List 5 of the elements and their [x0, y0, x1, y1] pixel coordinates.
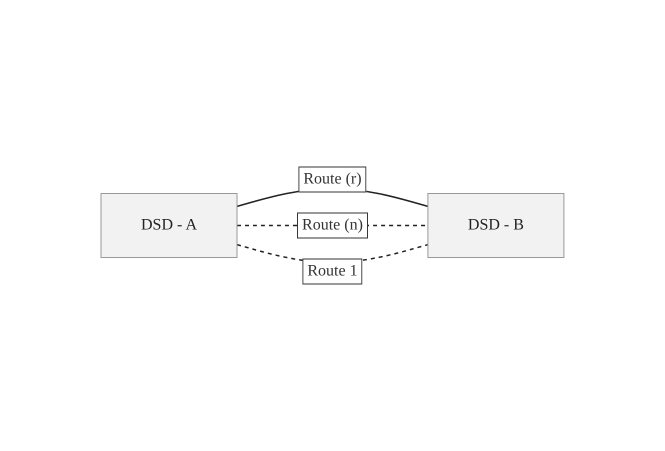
- edge-label: Route 1: [307, 262, 358, 280]
- node-box: DSD - B: [427, 193, 564, 258]
- node-box: DSD - A: [100, 193, 238, 258]
- edge-label: Route (n): [302, 216, 363, 234]
- edge-label: Route (r): [303, 170, 362, 188]
